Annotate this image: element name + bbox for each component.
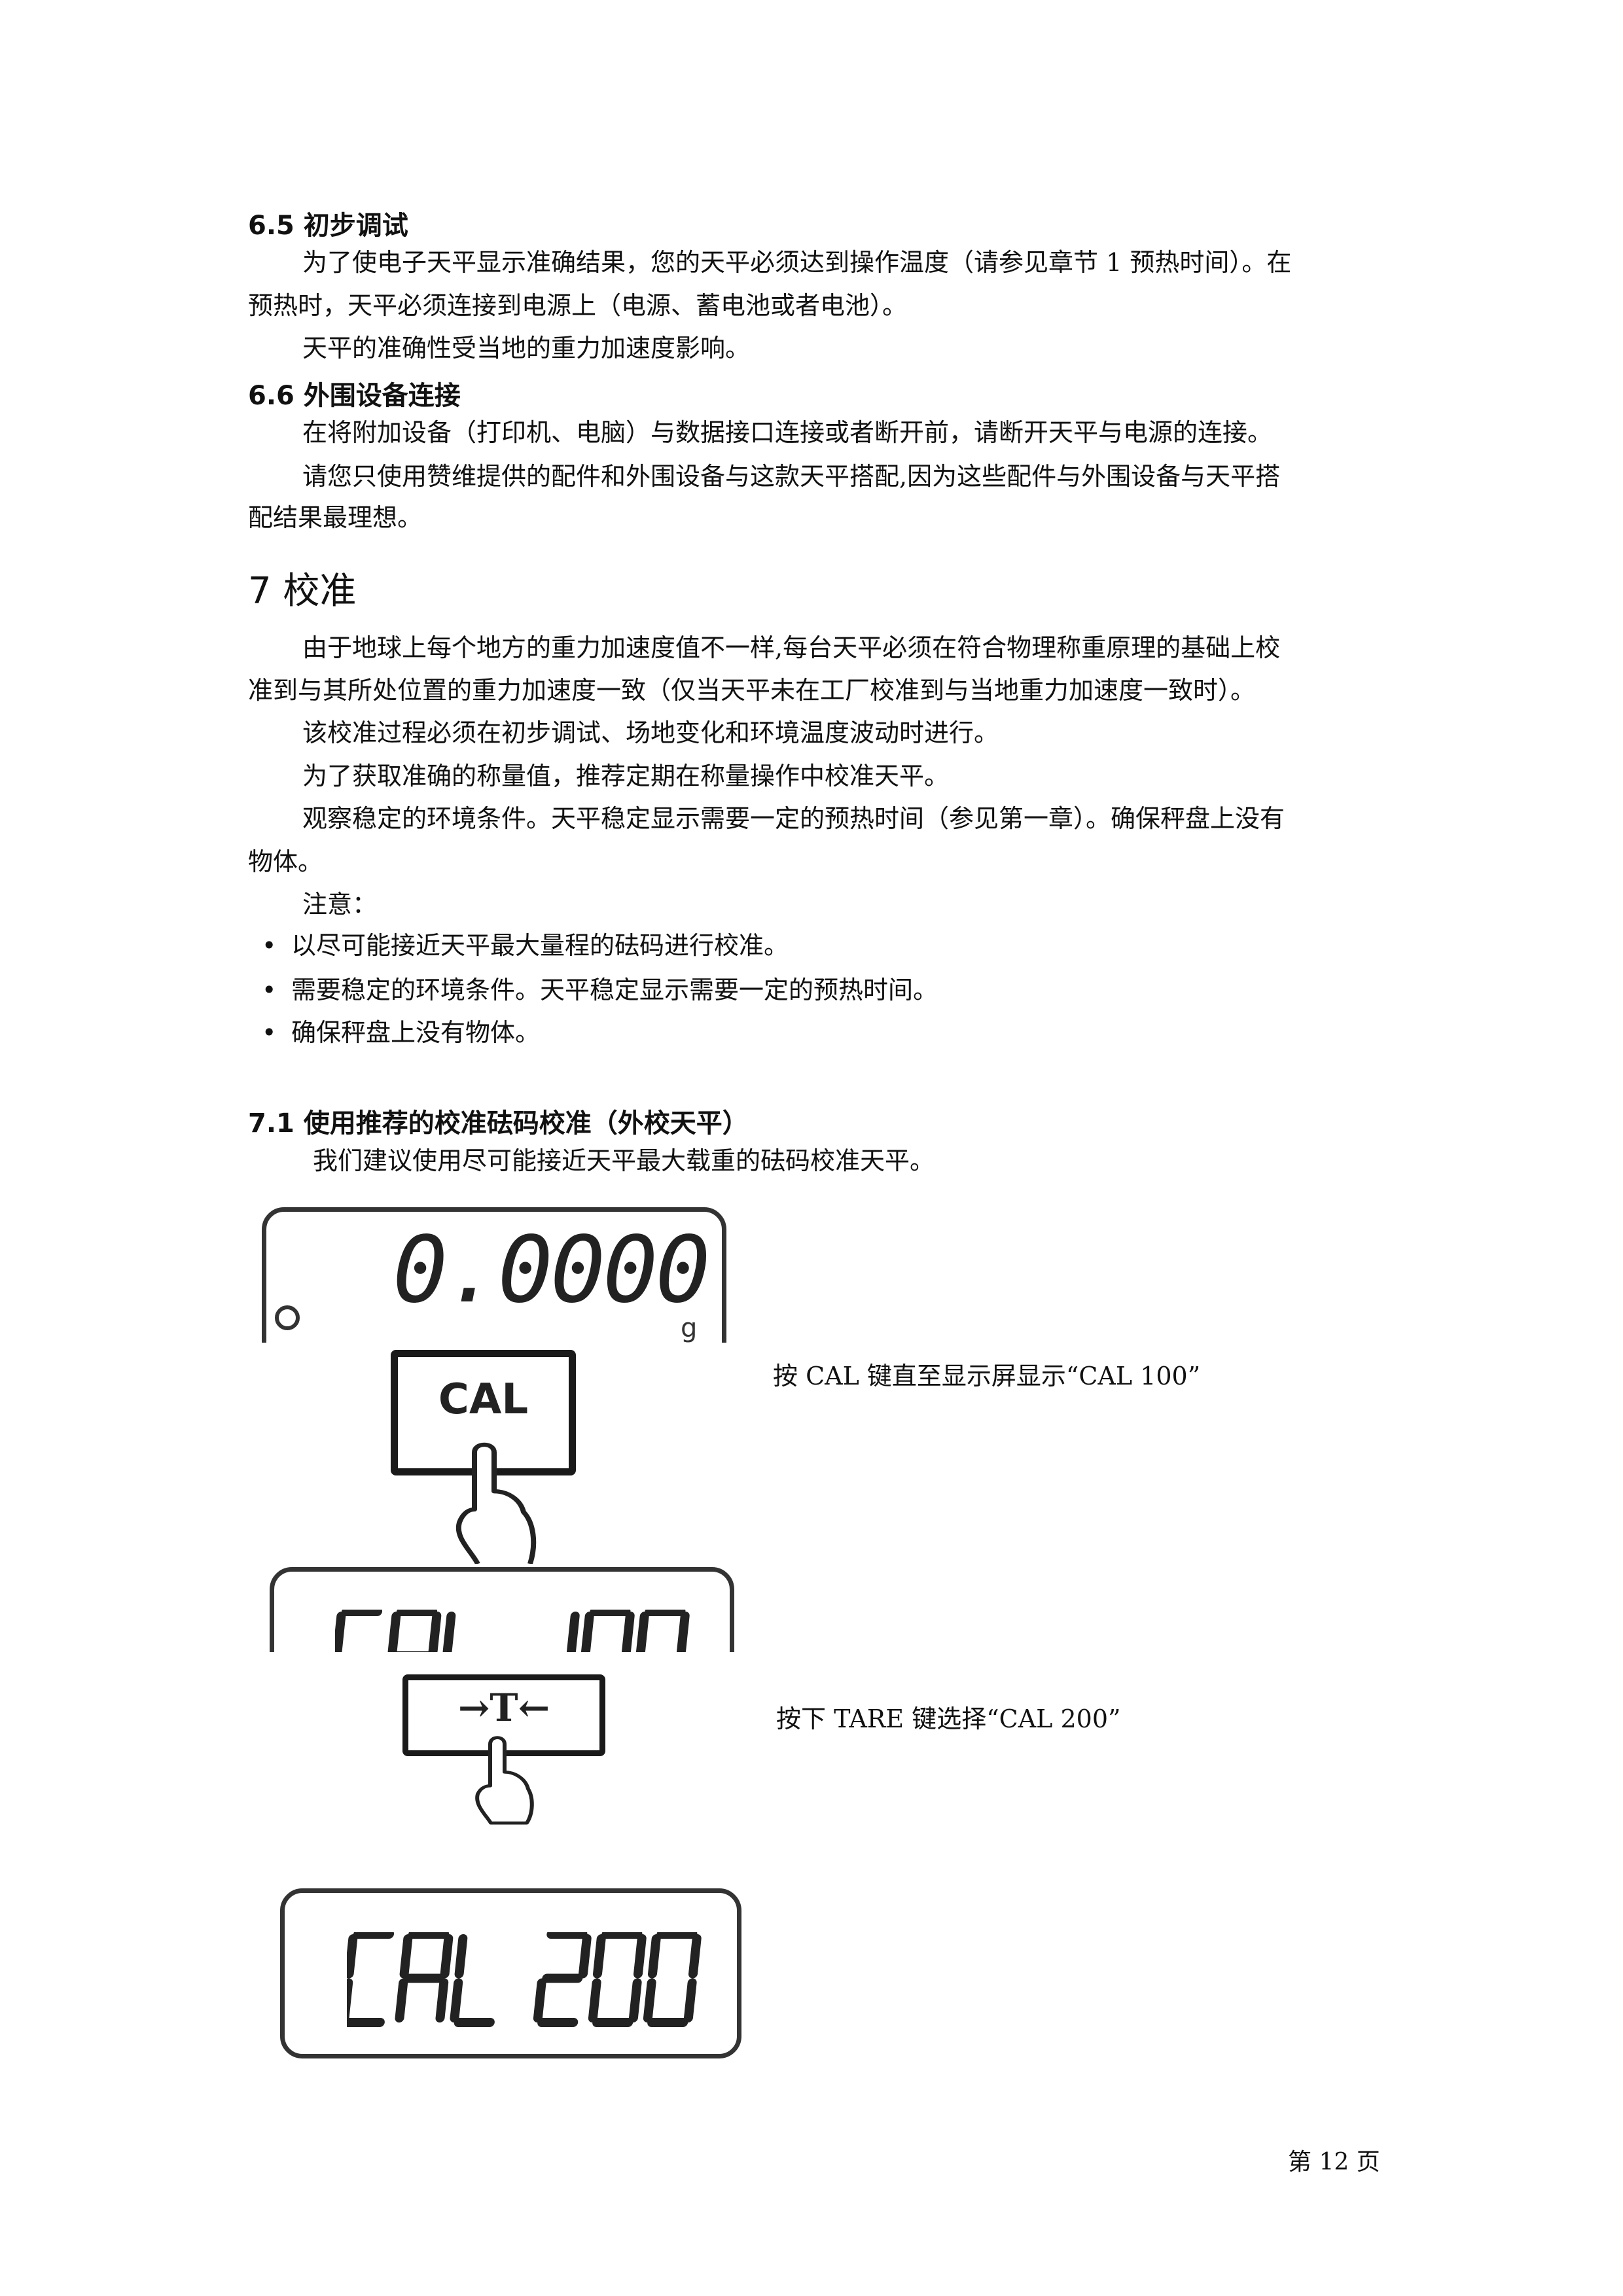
paragraph: 物体。 [248, 847, 323, 876]
bullet-item: 以尽可能接近天平最大量程的砝码进行校准。 [291, 931, 789, 960]
display-cal100-figure [270, 1567, 741, 1652]
display-readout [340, 1930, 718, 2030]
paragraph: 准到与其所处位置的重力加速度一致（仅当天平未在工厂校准到与当地重力加速度一致时）… [248, 676, 1256, 705]
section-6-5-heading: 6.5 初步调试 [248, 211, 408, 241]
digit-0 [588, 1930, 647, 2027]
display-cal200-figure [280, 1888, 741, 2058]
digit-1 [567, 1612, 580, 1652]
display-readout [332, 1607, 706, 1652]
paragraph: 该校准过程必须在初步调试、场地变化和环境温度波动时进行。 [302, 718, 999, 747]
paragraph: 请您只使用赞维提供的配件和外围设备与这款天平搭配,因为这些配件与外围设备与天平搭 [302, 462, 1281, 491]
tare-key-label: →T← [457, 1685, 550, 1730]
digit-0 [643, 1930, 702, 2027]
step-1-instruction: 按 CAL 键直至显示屏显示“CAL 100” [773, 1362, 1201, 1390]
digit-L [442, 1612, 456, 1652]
paragraph: 为了获取准确的称量值，推荐定期在称量操作中校准天平。 [302, 762, 950, 790]
bullet-item: 确保秤盘上没有物体。 [291, 1018, 541, 1047]
display-readout: 0.0000 [393, 1217, 711, 1324]
pointing-finger-icon [455, 1442, 537, 1564]
paragraph: 观察稳定的环境条件。天平稳定显示需要一定的预热时间（参见第一章）。确保秤盘上没有 [302, 804, 1285, 833]
digit-A [395, 1930, 454, 2022]
bullet-symbol: • [262, 976, 277, 1004]
step-2-instruction: 按下 TARE 键选择“CAL 200” [776, 1704, 1121, 1733]
stable-indicator-icon [275, 1305, 300, 1330]
digit-0 [581, 1607, 635, 1652]
digit-0 [636, 1607, 690, 1652]
digit-L [450, 1934, 495, 2027]
bullet-symbol: • [262, 1018, 277, 1047]
pointing-finger-icon [475, 1736, 534, 1825]
paragraph: 我们建议使用尽可能接近天平最大载重的砝码校准天平。 [313, 1146, 935, 1175]
bullet-symbol: • [262, 931, 277, 960]
paragraph: 为了使电子天平显示准确结果，您的天平必须达到操作温度（请参见章节 1 预热时间）… [302, 248, 1292, 277]
cal-key-label: CAL [438, 1375, 529, 1424]
section-7-1-heading: 7.1 使用推荐的校准砝码校准（外校天平） [248, 1108, 749, 1139]
digit-C [332, 1607, 383, 1652]
paragraph: 预热时，天平必须连接到电源上（电源、蓄电池或者电池）。 [248, 291, 908, 320]
note-label: 注意： [302, 890, 378, 919]
digit-C [340, 1930, 395, 2027]
digit-A [387, 1607, 442, 1652]
digit-2 [533, 1930, 592, 2027]
paragraph: 由于地球上每个地方的重力加速度值不一样,每台天平必须在符合物理称重原理的基础上校 [302, 633, 1281, 662]
bullet-item: 需要稳定的环境条件。天平稳定显示需要一定的预热时间。 [291, 976, 938, 1004]
paragraph: 配结果最理想。 [248, 503, 423, 532]
paragraph: 天平的准确性受当地的重力加速度影响。 [302, 334, 751, 362]
section-6-6-heading: 6.6 外围设备连接 [248, 381, 461, 411]
unit-label: g [681, 1313, 698, 1343]
section-7-heading: 7 校准 [248, 570, 357, 612]
paragraph: 在将附加设备（打印机、电脑）与数据接口连接或者断开前，请断开天平与电源的连接。 [302, 418, 1273, 447]
page-number: 第 12 页 [1288, 2149, 1380, 2176]
display-zero-figure: 0.0000 g [262, 1207, 733, 1343]
